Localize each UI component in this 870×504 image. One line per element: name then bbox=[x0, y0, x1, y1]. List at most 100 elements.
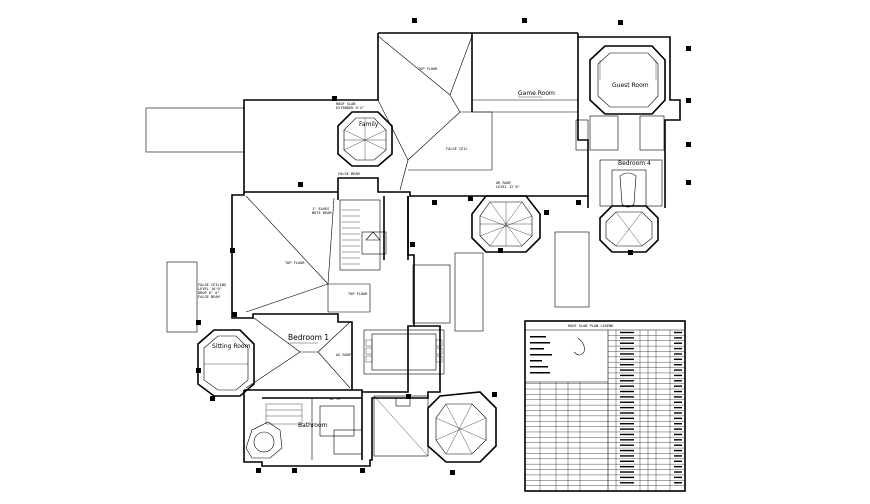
svg-text:FALSE CEIL: FALSE CEIL bbox=[446, 147, 468, 151]
schedule-cell-mark bbox=[674, 390, 682, 393]
grid-markers bbox=[196, 18, 691, 475]
svg-text:LEVEL 10'0": LEVEL 10'0" bbox=[198, 287, 222, 291]
room-label-guest-room: Guest Room bbox=[612, 82, 649, 89]
schedule-cell-mark bbox=[620, 385, 634, 387]
schedule-cell-mark bbox=[674, 455, 682, 457]
schedule-table: ROOF SLAB PLAN LEGEND bbox=[524, 320, 686, 492]
schedule-cell-mark bbox=[620, 337, 634, 339]
roof-hip-lines bbox=[245, 35, 578, 389]
stair-turret bbox=[471, 195, 541, 253]
svg-text:TOP FLOOR: TOP FLOOR bbox=[348, 292, 368, 296]
annotations: ROOF SLAB EXTENDED 0'4" FALSE BEAM 1" EA… bbox=[198, 67, 520, 401]
schedule-cell-mark bbox=[674, 433, 682, 436]
sitting-room-turret bbox=[197, 329, 255, 397]
schedule-cell-mark bbox=[674, 364, 682, 366]
svg-text:AC RF: AC RF bbox=[330, 397, 341, 401]
schedule-cell-mark bbox=[620, 444, 634, 446]
schedule-cell-mark bbox=[674, 342, 682, 344]
svg-text:ROOF SLAB: ROOF SLAB bbox=[336, 102, 355, 106]
interior-walls bbox=[262, 115, 665, 460]
schedule-cell-mark bbox=[674, 353, 682, 355]
staircase-center bbox=[339, 199, 387, 271]
svg-text:FALSE BEAM: FALSE BEAM bbox=[198, 295, 220, 299]
schedule-cell-mark bbox=[674, 396, 682, 398]
schedule-cell-mark bbox=[620, 439, 634, 441]
room-labels: Game Room Guest Room Bedroom 4 Bedroom 1… bbox=[212, 82, 651, 429]
svg-text:TOP FLOOR: TOP FLOOR bbox=[418, 67, 438, 71]
schedule-cell-mark bbox=[674, 482, 682, 484]
schedule-cell-mark bbox=[620, 390, 634, 393]
schedule-cell-mark bbox=[674, 449, 682, 452]
schedule-cell-mark bbox=[674, 374, 682, 377]
schedule-cell-mark bbox=[674, 423, 682, 425]
bedroom4-bay-turret bbox=[599, 205, 659, 253]
schedule-cell-mark bbox=[674, 476, 682, 479]
schedule-cell-mark bbox=[620, 380, 634, 382]
schedule-cell-mark bbox=[674, 331, 682, 334]
room-label-game-room: Game Room bbox=[518, 90, 555, 97]
schedule-cell-mark bbox=[674, 358, 682, 361]
schedule-cell-mark bbox=[620, 353, 634, 355]
schedule-cell-mark bbox=[674, 401, 682, 403]
room-label-sitting-room: Sitting Room bbox=[212, 343, 251, 350]
schedule-cell-mark bbox=[620, 476, 634, 479]
svg-text:AS ROOF: AS ROOF bbox=[336, 353, 351, 357]
schedule-cell-mark bbox=[674, 428, 682, 430]
guest-room-turret bbox=[589, 45, 666, 115]
schedule-cell-mark bbox=[674, 337, 682, 339]
room-label-bedroom-1: Bedroom 1 bbox=[288, 333, 329, 342]
svg-text:FALSE BEAM: FALSE BEAM bbox=[338, 172, 360, 176]
schedule-cell-mark bbox=[674, 412, 682, 414]
svg-text:LEVEL 12'0": LEVEL 12'0" bbox=[496, 185, 520, 189]
svg-text:DROP 6" 0": DROP 6" 0" bbox=[198, 291, 220, 295]
schedule-cell-mark bbox=[620, 331, 634, 334]
schedule-cell-mark bbox=[620, 449, 634, 452]
schedule-cell-mark bbox=[620, 455, 634, 457]
building-walls bbox=[231, 32, 681, 467]
schedule-cell-mark bbox=[674, 439, 682, 441]
svg-text:OR ROOF: OR ROOF bbox=[496, 181, 511, 185]
family-turret bbox=[337, 111, 393, 167]
schedule-cell-mark bbox=[620, 364, 634, 366]
schedule-cell-mark bbox=[620, 369, 634, 371]
svg-text:EXTENDED 0'4": EXTENDED 0'4" bbox=[336, 106, 364, 110]
schedule-cell-mark bbox=[620, 433, 634, 436]
adjacent-outlines bbox=[145, 107, 590, 333]
schedule-cell-mark bbox=[674, 417, 682, 420]
svg-text:1" EAVES: 1" EAVES bbox=[312, 207, 329, 211]
room-label-bedroom-4: Bedroom 4 bbox=[618, 160, 651, 167]
schedule-title: ROOF SLAB PLAN LEGEND bbox=[568, 324, 613, 328]
schedule-cell-mark bbox=[620, 342, 634, 344]
schedule-cell-mark bbox=[620, 374, 634, 377]
tile-hatch bbox=[265, 339, 443, 425]
schedule-cell-mark bbox=[620, 423, 634, 425]
schedule-cell-mark bbox=[674, 406, 682, 409]
schedule-cell-mark bbox=[620, 417, 634, 420]
room-label-bathroom: Bathroom bbox=[298, 422, 328, 429]
svg-text:FALSE CEILING: FALSE CEILING bbox=[198, 283, 226, 287]
schedule-cell-mark bbox=[674, 347, 682, 350]
svg-text:NOTE BEAM: NOTE BEAM bbox=[312, 211, 332, 215]
schedule-cell-mark bbox=[674, 471, 682, 473]
room-label-family: Family bbox=[359, 121, 379, 128]
schedule-cell-mark bbox=[620, 465, 634, 468]
schedule-cell-mark bbox=[620, 412, 634, 414]
south-east-turret bbox=[427, 391, 497, 463]
svg-text:TOP FLOOR: TOP FLOOR bbox=[285, 261, 305, 265]
schedule-cell-mark bbox=[620, 428, 634, 430]
schedule-cell-mark bbox=[674, 369, 682, 371]
schedule-cell-mark bbox=[674, 465, 682, 468]
bathroom-tub-turret bbox=[245, 421, 283, 459]
schedule-cell-mark bbox=[620, 460, 634, 462]
schedule-cell-mark bbox=[620, 471, 634, 473]
schedule-cell-mark bbox=[620, 406, 634, 409]
schedule-cell-mark bbox=[674, 380, 682, 382]
schedule-cell-mark bbox=[674, 444, 682, 446]
schedule-cell-mark bbox=[620, 347, 634, 350]
schedule-cell-mark bbox=[620, 401, 634, 403]
schedule-cell-mark bbox=[620, 482, 634, 484]
schedule-cell-mark bbox=[674, 460, 682, 462]
schedule-cell-mark bbox=[674, 385, 682, 387]
schedule-cell-mark bbox=[620, 358, 634, 361]
